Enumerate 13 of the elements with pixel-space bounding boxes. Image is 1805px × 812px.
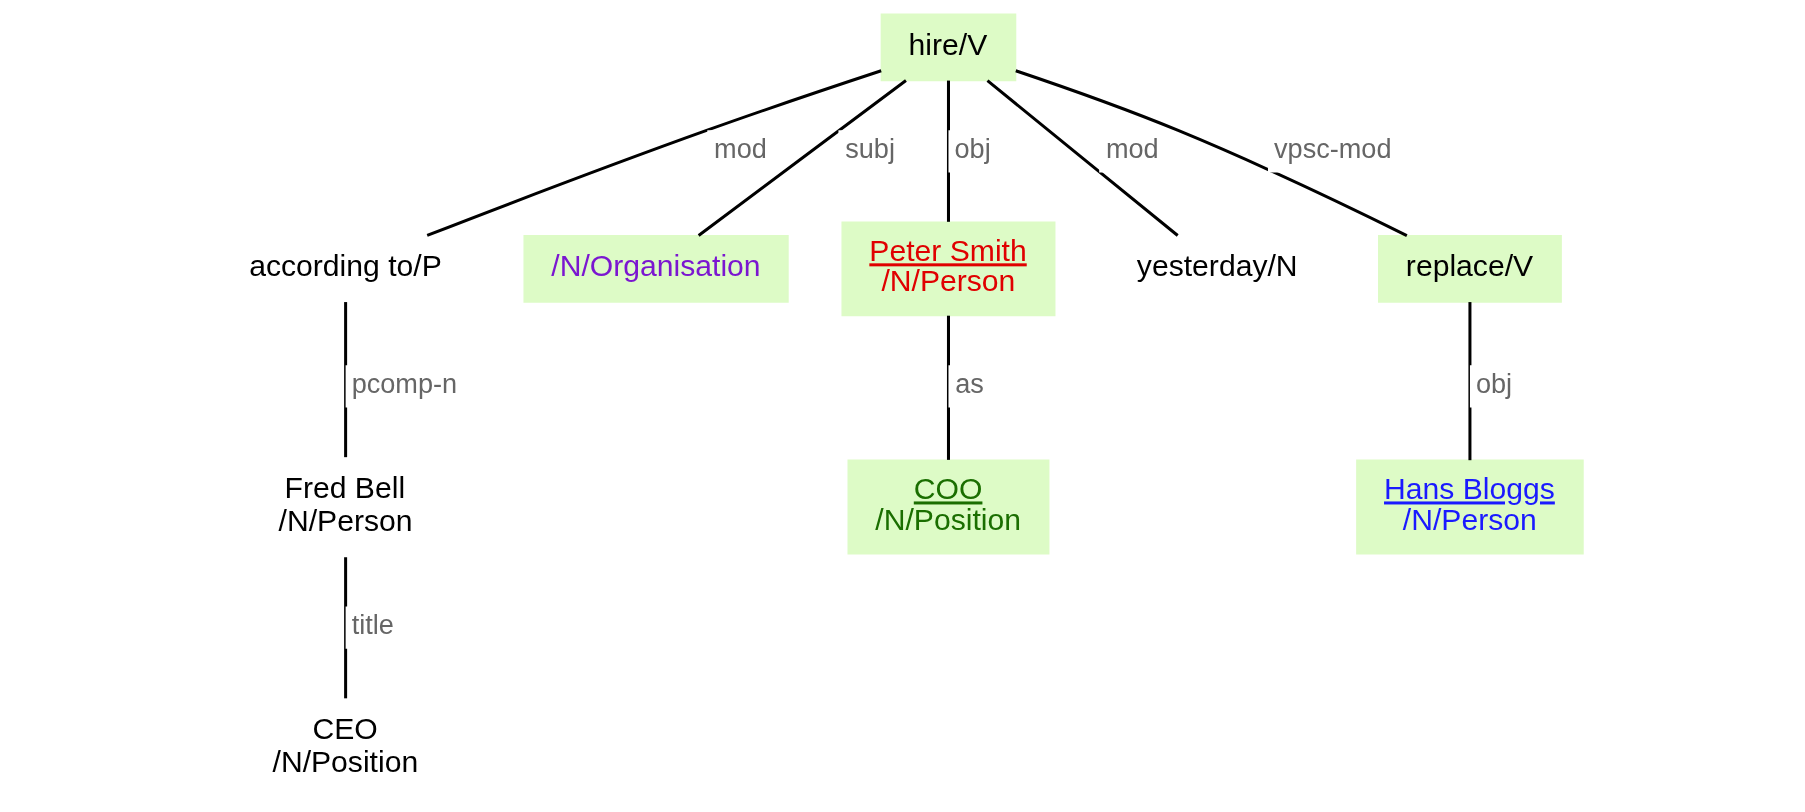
edge-label: obj bbox=[1475, 368, 1513, 400]
edge-label: subj bbox=[845, 132, 895, 164]
node-text: Fred Bell /N/Person bbox=[278, 470, 413, 538]
node-text: CEO /N/Position bbox=[272, 712, 419, 779]
edge-label: mod bbox=[1105, 132, 1159, 164]
edge-label: obj bbox=[954, 132, 991, 164]
edge-label: mod bbox=[714, 132, 767, 164]
edge-label: pcomp-n bbox=[351, 368, 458, 400]
edge-label: title bbox=[351, 609, 394, 641]
edge-label: vpsc-mod bbox=[1274, 132, 1392, 164]
node-text: yesterday/N bbox=[1136, 249, 1298, 283]
edge-label: as bbox=[955, 368, 984, 400]
node-text: according to/P bbox=[249, 249, 442, 283]
